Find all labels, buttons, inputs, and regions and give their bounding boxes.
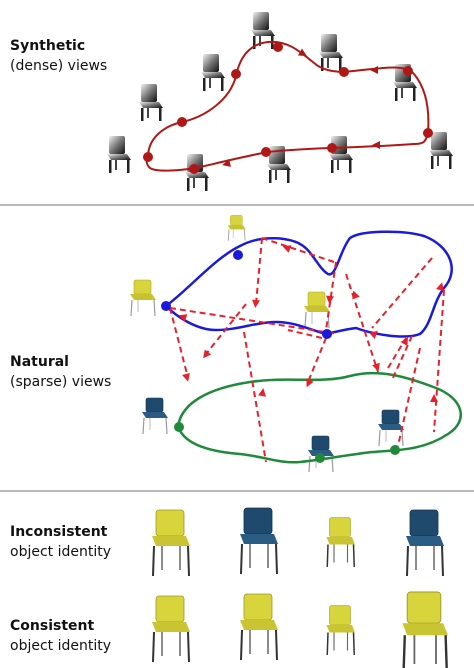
chair-render-icon (239, 593, 279, 661)
view-point-blue (161, 301, 171, 311)
view-points (143, 42, 433, 174)
synthetic-subtitle: (dense) views (10, 58, 108, 74)
chair-render-icon (151, 595, 191, 663)
synthetic-trajectory (145, 40, 430, 172)
inconsistent-label: Inconsistent object identity (10, 522, 111, 562)
flow-arrow-icon (222, 159, 232, 167)
chair-render-icon (129, 279, 157, 317)
chair-render-icon (151, 509, 191, 577)
synthetic-diagram (107, 12, 453, 191)
chair-render-icon (239, 507, 279, 575)
chair-render-icon (329, 136, 353, 173)
correspondence-arrows (169, 237, 445, 463)
consistent-label: Consistent object identity (10, 616, 111, 656)
view-point-green (390, 445, 400, 455)
natural-blue-curve-lower (165, 305, 327, 336)
inconsistent-title: Inconsistent (10, 524, 108, 540)
chair-render-icon (325, 604, 356, 656)
chair-render-icon (227, 214, 247, 242)
natural-label: Natural (sparse) views (10, 352, 111, 392)
flow-arrow-icon (370, 66, 378, 74)
chair-render-icon (107, 136, 131, 173)
correspondence-arrowheads (178, 245, 444, 402)
divider-bottom (0, 490, 474, 492)
chair-render-icon (429, 132, 453, 169)
inconsistent-subtitle: object identity (10, 544, 112, 560)
consistent-title: Consistent (10, 618, 95, 634)
chair-render-icon (405, 509, 445, 577)
view-point-green (315, 453, 325, 463)
consistent-subtitle: object identity (10, 638, 112, 654)
chair-render-icon (139, 84, 163, 121)
identity-comparison (151, 507, 450, 668)
natural-subtitle: (sparse) views (10, 374, 112, 390)
synthetic-title: Synthetic (10, 38, 86, 54)
flow-arrow-icon (298, 48, 307, 56)
divider-top (0, 204, 474, 206)
natural-diagram (129, 214, 462, 473)
flow-arrow-icon (372, 141, 380, 149)
view-point-green (174, 422, 184, 432)
chair-render-icon (141, 397, 169, 435)
synthetic-label: Synthetic (dense) views (10, 36, 107, 76)
natural-green-curve (176, 371, 462, 464)
view-point-blue (233, 250, 243, 260)
natural-title: Natural (10, 354, 69, 370)
chair-render-icon (325, 516, 356, 568)
chair-render-icon (319, 34, 343, 71)
view-point-blue (322, 329, 332, 339)
chair-render-icon (201, 54, 225, 91)
chair-render-icon (401, 590, 450, 668)
